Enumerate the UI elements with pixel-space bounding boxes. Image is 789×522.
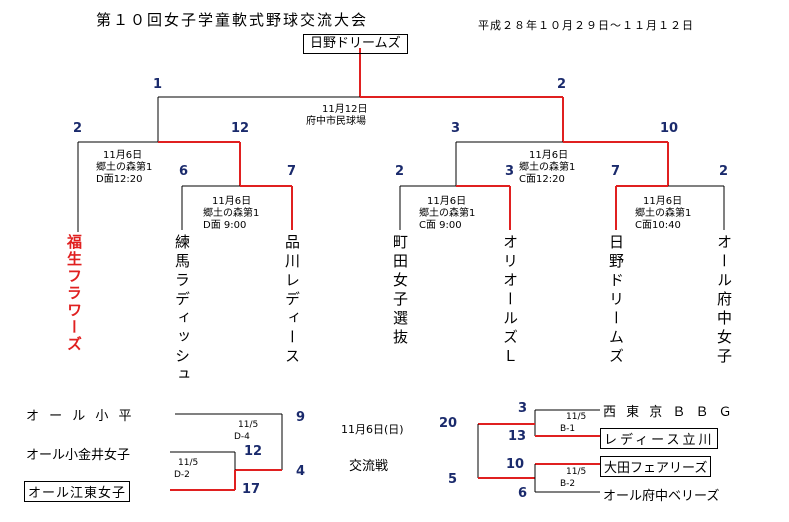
qf2-date: 11月6日: [427, 196, 467, 207]
exchange-left-score-3: 4: [296, 464, 306, 479]
qf2-venue: 郷土の森第1: [419, 208, 476, 219]
qf1-date: 11月6日: [212, 196, 252, 207]
exchange-right-g2-court: B-2: [560, 479, 576, 489]
exchange-team-all-koto: オール江東女子: [24, 481, 131, 502]
exchange-right-score-3: 13: [508, 429, 527, 444]
semi-left-date: 11月6日: [103, 150, 143, 161]
exchange-team-all-fuchu-berries: オール府中ベリーズ: [603, 489, 720, 504]
semi-right-score-top: 3: [451, 121, 461, 136]
qf2-time: C面 9:00: [419, 220, 462, 231]
team-hino-dreams: 日野ドリームズ: [607, 234, 625, 367]
exchange-team-ota-fairies: 大田フェアリーズ: [600, 456, 712, 477]
exchange-team-all-kodaira: オ ー ル 小 平: [26, 409, 135, 424]
team-nerima-radish: 練馬ラディッシュ: [173, 234, 191, 386]
exchange-right-g1-date: 11/5: [566, 412, 587, 422]
semi-right-date: 11月6日: [529, 150, 569, 161]
qf2-score-b: 3: [505, 164, 515, 179]
exchange-left-g1-date: 11/5: [238, 420, 259, 430]
qf3-score-a: 7: [611, 164, 621, 179]
exchange-left-score-1: 9: [296, 410, 306, 425]
exchange-right-g2-date: 11/5: [566, 467, 587, 477]
qf1-venue: 郷土の森第1: [203, 208, 260, 219]
exchange-team-nishitokyo-bbg: 西 東 京 Ｂ Ｂ Ｇ: [603, 405, 735, 420]
exchange-right-score-4: 10: [506, 457, 525, 472]
champion-label: 日野ドリームズ: [303, 34, 408, 54]
semi-right-venue: 郷土の森第1: [519, 162, 576, 173]
exchange-date: 11月6日(日): [341, 423, 404, 436]
qf1-score-a: 6: [179, 164, 189, 179]
team-all-fuchu-girls: オール府中女子: [715, 234, 733, 367]
qf2-score-a: 2: [395, 164, 405, 179]
semi-right-score-bottom: 10: [660, 121, 679, 136]
final-score-right: 2: [557, 77, 567, 92]
exchange-team-ladies-tachikawa: レディース立川: [600, 428, 719, 449]
exchange-left-g1-court: D-4: [234, 432, 250, 442]
final-date: 11月12日: [322, 104, 368, 115]
exchange-left-score-4: 17: [242, 482, 261, 497]
exchange-right-g1-court: B-1: [560, 424, 576, 434]
tournament-period: 平成２８年１０月２９日～１１月１２日: [478, 19, 694, 32]
exchange-right-score-2: 3: [518, 401, 528, 416]
exchange-left-g2-date: 11/5: [178, 458, 199, 468]
exchange-left-score-2: 12: [244, 444, 263, 459]
qf3-date: 11月6日: [643, 196, 683, 207]
exchange-team-all-koganei: オール小金井女子: [26, 448, 131, 463]
exchange-right-score-5: 5: [448, 472, 458, 487]
qf3-score-b: 2: [719, 164, 729, 179]
qf3-time: C面10:40: [635, 220, 681, 231]
exchange-left-g2-court: D-2: [174, 470, 190, 480]
team-machida-girls: 町田女子選抜: [391, 234, 409, 348]
semi-left-venue: 郷土の森第1: [96, 162, 153, 173]
semi-right-time: C面12:20: [519, 174, 565, 185]
exchange-right-score-6: 6: [518, 486, 528, 501]
team-orioles-l: オリオールズＬ: [501, 234, 519, 367]
semi-left-score-top: 2: [73, 121, 83, 136]
qf1-score-b: 7: [287, 164, 297, 179]
exchange-label: 交流戦: [349, 459, 389, 474]
semi-left-time: D面12:20: [96, 174, 143, 185]
final-venue: 府中市民球場: [306, 116, 366, 127]
semi-left-score-bottom: 12: [231, 121, 250, 136]
team-shinagawa-ladies: 品川レディース: [283, 234, 301, 367]
qf1-time: D面 9:00: [203, 220, 247, 231]
qf3-venue: 郷土の森第1: [635, 208, 692, 219]
final-score-left: 1: [153, 77, 163, 92]
team-fussa-flowers: 福生フラワーズ: [65, 234, 83, 353]
tournament-title: 第１０回女子学童軟式野球交流大会: [96, 11, 369, 29]
exchange-right-score-1: 20: [439, 416, 458, 431]
